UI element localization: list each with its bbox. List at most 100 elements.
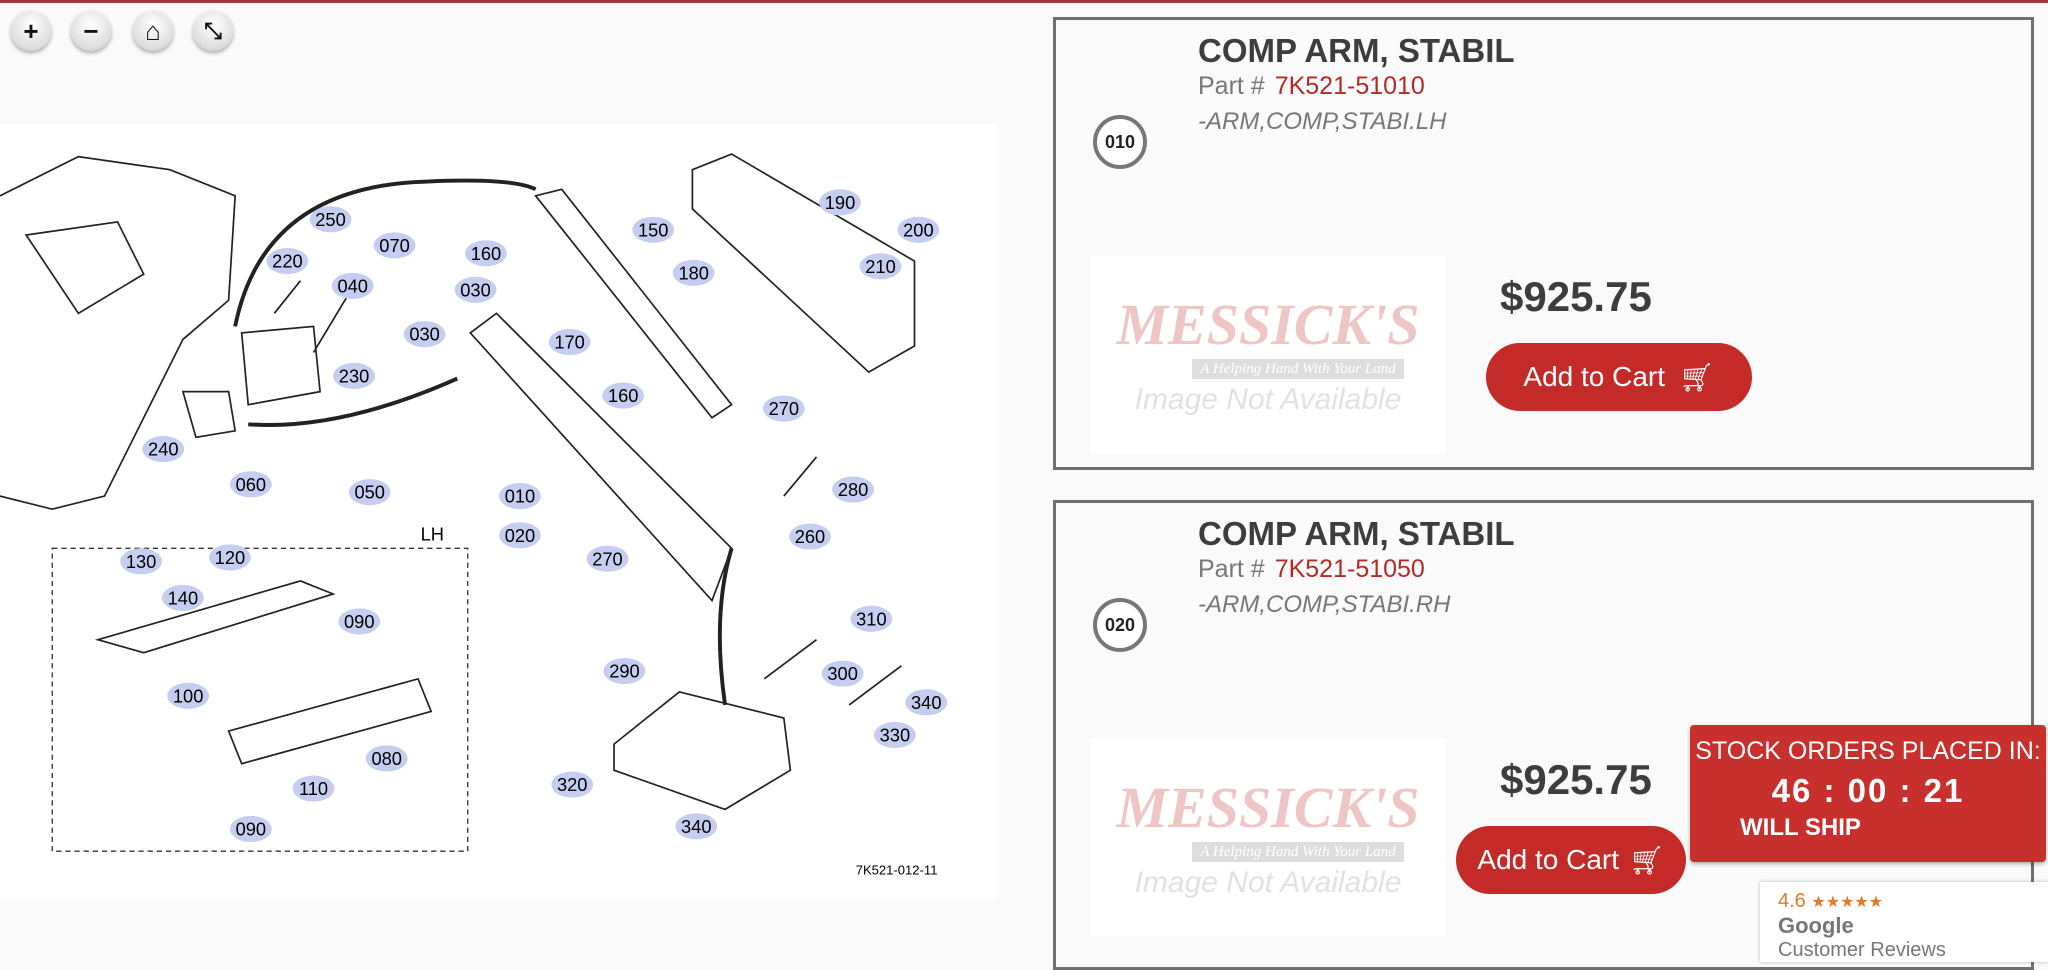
callout-bubble: [873, 721, 916, 749]
star-rating-icon: ★★★★★: [1811, 894, 1884, 911]
callout-26[interactable]: 120: [209, 544, 251, 571]
image-not-available: Image Not Available: [1134, 382, 1402, 416]
logo-text: MESSICK'S: [1116, 292, 1420, 358]
callout-32[interactable]: 290: [603, 657, 646, 685]
callout-34[interactable]: 300: [821, 660, 864, 687]
callout-18[interactable]: 060: [229, 471, 272, 498]
part-card-010: 010 COMP ARM, STABIL Part #7K521-51010 -…: [1053, 17, 2034, 470]
callout-28[interactable]: 100: [167, 682, 210, 709]
callout-bubble: [548, 328, 591, 356]
callout-7[interactable]: 190: [819, 189, 861, 216]
callout-14[interactable]: 160: [602, 382, 645, 409]
callout-label: 250: [315, 209, 345, 230]
callout-5[interactable]: 150: [632, 216, 675, 243]
callout-label: 080: [371, 748, 401, 769]
add-to-cart-button[interactable]: Add to Cart🛒︎: [1456, 826, 1686, 894]
callout-bubble: [551, 771, 594, 798]
callout-label: 270: [592, 548, 622, 569]
callout-label: 310: [856, 608, 886, 629]
parts-diagram[interactable]: LH 7K521-012-11 250070220040160150180190…: [0, 0, 1019, 953]
callout-bubble: [762, 395, 805, 422]
part-number: 7K521-51050: [1274, 555, 1425, 583]
callout-label: 340: [681, 816, 711, 837]
callout-label: 130: [126, 551, 156, 572]
fullscreen-button[interactable]: ⤡: [193, 11, 233, 51]
google-reviews-badge[interactable]: 4.6 ★★★★★ Google Customer Reviews: [1760, 882, 2048, 962]
callout-22[interactable]: 260: [789, 523, 831, 550]
callout-6[interactable]: 180: [672, 259, 715, 286]
callout-bubble: [602, 382, 645, 409]
callout-31[interactable]: 090: [229, 815, 272, 843]
callout-33[interactable]: 310: [850, 605, 893, 632]
callout-2[interactable]: 220: [266, 248, 309, 275]
callout-bubble: [675, 813, 718, 840]
callout-17[interactable]: 240: [142, 436, 185, 463]
callout-13[interactable]: 230: [333, 362, 375, 390]
callout-36[interactable]: 330: [873, 721, 916, 749]
stock-order-timer: STOCK ORDERS PLACED IN: 46 : 00 : 21 WIL…: [1690, 725, 2046, 862]
ref-badge[interactable]: 020: [1093, 598, 1147, 652]
callout-bubble: [850, 605, 893, 632]
callout-bubble: [333, 362, 375, 390]
part-label: Part #: [1198, 555, 1265, 583]
callout-label: 030: [460, 279, 490, 300]
callout-10[interactable]: 030: [454, 276, 497, 303]
callout-label: 160: [608, 385, 638, 406]
part-title: COMP ARM, STABIL: [1198, 32, 1515, 69]
zoom-out-button[interactable]: −: [71, 11, 111, 51]
callout-bubble: [373, 232, 416, 259]
ref-badge[interactable]: 010: [1093, 115, 1147, 169]
callout-21[interactable]: 020: [499, 522, 541, 549]
callout-label: 040: [337, 275, 367, 296]
callout-15[interactable]: 270: [762, 395, 805, 422]
part-image-placeholder: MESSICK'S A Helping Hand With Your Land …: [1091, 256, 1445, 454]
callout-bubble: [586, 545, 629, 572]
callout-23[interactable]: 270: [586, 545, 629, 572]
part-label: Part #: [1198, 72, 1265, 100]
callout-bubble: [209, 544, 251, 571]
callout-27[interactable]: 090: [338, 608, 381, 635]
add-to-cart-button[interactable]: Add to Cart🛒︎: [1486, 343, 1752, 411]
callout-label: 060: [236, 474, 266, 495]
callout-bubble: [331, 272, 374, 299]
timer-heading: STOCK ORDERS PLACED IN:: [1695, 737, 2041, 765]
callout-label: 020: [505, 525, 535, 546]
plus-icon: +: [23, 15, 39, 46]
callout-9[interactable]: 210: [859, 253, 902, 280]
callout-30[interactable]: 110: [292, 775, 335, 802]
callout-25[interactable]: 140: [161, 584, 204, 611]
callout-label: 170: [554, 332, 584, 353]
callout-label: 030: [409, 324, 439, 345]
minus-icon: −: [83, 15, 99, 46]
callout-8[interactable]: 200: [897, 216, 940, 243]
callout-0[interactable]: 250: [309, 206, 352, 233]
lh-inset-box: [51, 547, 469, 852]
callout-29[interactable]: 080: [365, 745, 408, 772]
callout-bubble: [821, 660, 864, 687]
callout-19[interactable]: 050: [348, 479, 391, 506]
home-button[interactable]: ⌂: [133, 11, 173, 51]
callout-label: 220: [272, 251, 302, 272]
callout-37[interactable]: 320: [551, 771, 594, 798]
callout-16[interactable]: 280: [832, 476, 874, 503]
callout-4[interactable]: 160: [465, 240, 507, 267]
price: $925.75: [1500, 756, 1652, 803]
callout-label: 230: [339, 366, 369, 387]
zoom-in-button[interactable]: +: [11, 11, 51, 51]
drawing-number: 7K521-012-11: [856, 863, 938, 878]
callout-1[interactable]: 070: [373, 232, 416, 259]
callout-bubble: [161, 584, 204, 611]
callout-38[interactable]: 340: [675, 813, 718, 840]
callout-20[interactable]: 010: [499, 483, 541, 510]
price: $925.75: [1500, 273, 1652, 320]
logo-tagline: A Helping Hand With Your Land: [1192, 358, 1404, 379]
callout-12[interactable]: 170: [548, 328, 591, 356]
home-icon: ⌂: [145, 15, 161, 46]
callout-11[interactable]: 030: [403, 321, 446, 348]
callout-label: 160: [471, 243, 501, 264]
callout-label: 290: [609, 661, 639, 682]
callout-24[interactable]: 130: [120, 548, 162, 575]
callout-label: 240: [148, 439, 178, 460]
callout-35[interactable]: 340: [905, 689, 948, 716]
callout-3[interactable]: 040: [331, 272, 374, 299]
